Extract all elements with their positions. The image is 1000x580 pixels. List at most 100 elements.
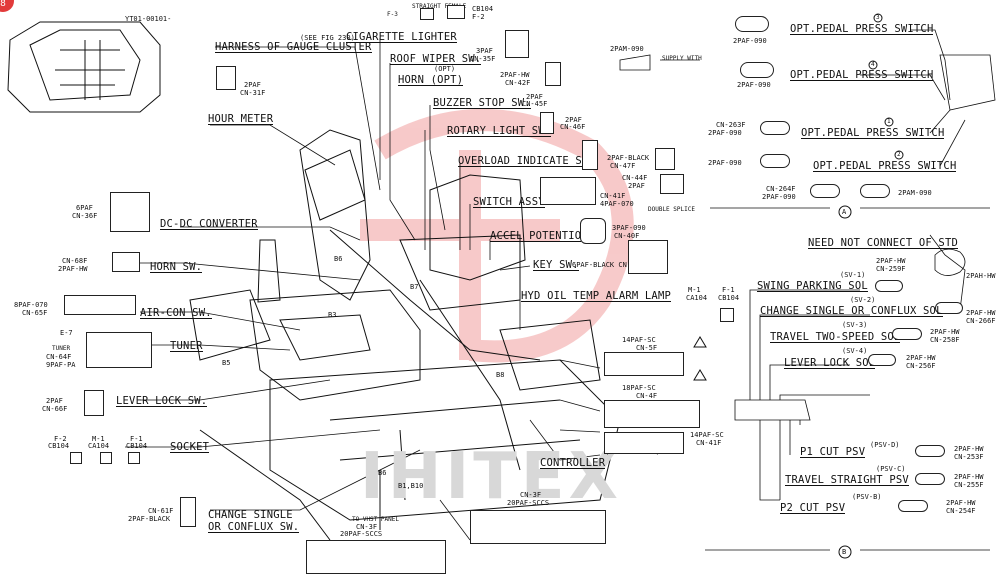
conn-cn41f-r: CN-41F xyxy=(696,439,722,447)
circle-num-4: 4 xyxy=(871,61,875,68)
connector-oval xyxy=(915,473,945,485)
connector-oval xyxy=(875,280,903,292)
label-hour-meter: HOUR METER xyxy=(208,113,274,125)
conn-2paf-hw-258: 2PAF-HW xyxy=(930,328,960,336)
label-need-not: NEED NOT CONNECT OF STD xyxy=(808,237,958,249)
conn-cn254f: CN-254F xyxy=(946,507,976,515)
connector-oval xyxy=(740,62,774,78)
label-change-single-sol: CHANGE SINGLE OR CONFLUX SOL xyxy=(760,305,943,317)
page-badge: 8 xyxy=(0,0,14,12)
conn-2paf-090-a: 2PAF-090 xyxy=(733,37,767,45)
label-opt-pedal-4: OPT.PEDAL PRESS SWITCH xyxy=(790,69,934,81)
conn-to-vhst: TO VHST PANEL xyxy=(352,516,399,523)
connector-box xyxy=(420,8,434,20)
connector-oval xyxy=(892,328,922,340)
connector-box xyxy=(216,66,236,90)
conn-cn47f: CN-47F xyxy=(610,162,636,170)
conn-ca104-r: CA104 xyxy=(686,294,708,302)
conn-cn44f: CN-44F xyxy=(622,174,648,182)
conn-6paf-black: 6PAF-BLACK CN-43F xyxy=(572,261,644,269)
sv3-tag: (SV-3) xyxy=(842,321,868,329)
circle-num-1: 1 xyxy=(887,118,891,125)
label-harness-gauge: HARNESS OF GAUGE CLUSTER xyxy=(215,41,372,53)
bundle-b6: B6 xyxy=(334,255,343,263)
conn-2paf-090-264: 2PAF-090 xyxy=(762,193,796,201)
connector-box xyxy=(470,510,606,544)
conn-2pam-090: 2PAM-090 xyxy=(610,45,644,53)
conn-20paf-sccs: 20PAF-SCCS xyxy=(507,499,550,507)
label-switch-assy: SWITCH ASSY xyxy=(473,196,545,208)
label-key-sw: KEY SW. xyxy=(533,259,579,271)
conn-cn253f: CN-253F xyxy=(954,453,984,461)
label-tuner: TUNER xyxy=(170,340,203,352)
circle-num-2: 2 xyxy=(897,151,901,158)
connector-oval xyxy=(735,16,769,32)
conn-double-splice: DOUBLE SPLICE xyxy=(648,206,695,213)
conn-cn68f: CN-68F xyxy=(62,257,88,265)
conn-cn255f: CN-255F xyxy=(954,481,984,489)
conn-2paf-black: 2PAF-BLACK xyxy=(607,154,650,162)
connector-oval xyxy=(760,121,790,135)
label-opt: (OPT) xyxy=(434,65,456,73)
label-rotary-light: ROTARY LIGHT SW. xyxy=(447,125,552,137)
connector-box xyxy=(580,218,606,244)
watermark-text: IHITEX xyxy=(360,440,622,514)
label-socket: SOCKET xyxy=(170,441,210,453)
connector-box xyxy=(112,252,140,272)
conn-18paf-sc: 18PAF-SC xyxy=(622,384,656,392)
connector-box xyxy=(604,400,700,428)
label-dcdc: DC-DC CONVERTER xyxy=(160,218,258,230)
label-horn-sw: HORN SW. xyxy=(150,261,203,273)
label-hyd-oil: HYD OIL TEMP ALARM LAMP xyxy=(521,290,671,302)
sv4-tag: (SV-4) xyxy=(842,347,868,355)
label-opt-pedal-2: OPT.PEDAL PRESS SWITCH xyxy=(813,160,957,172)
label-accel-potentio: ACCEL POTENTIO xyxy=(490,230,582,242)
doc-id: YT01-00101- xyxy=(125,15,172,23)
connector-box xyxy=(100,452,112,464)
connector-oval xyxy=(860,184,890,198)
psvc-tag: (PSV-C) xyxy=(876,465,906,473)
sv1-tag: (SV-1) xyxy=(840,271,866,279)
label-aircon: AIR-CON SW. xyxy=(140,307,212,319)
connector-box xyxy=(540,177,596,205)
connector-oval xyxy=(915,445,945,457)
connector-box xyxy=(720,308,734,322)
conn-2paf-090-263: 2PAF-090 xyxy=(708,129,742,137)
connector-box xyxy=(505,30,529,58)
conn-cn36f: CN-36F xyxy=(72,212,98,220)
conn-cn3f: CN-3F xyxy=(520,491,542,499)
conn-2pam-090-r: 2PAM-090 xyxy=(898,189,932,197)
connector-box xyxy=(128,452,140,464)
label-overload: OVERLOAD INDICATE SW. xyxy=(458,155,595,167)
conn-2paf-hw-266: 2PAF-HW xyxy=(966,309,996,317)
conn-cb104-b: CB104 xyxy=(48,442,70,450)
conn-cn66f: CN-66F xyxy=(42,405,68,413)
connector-box xyxy=(306,540,446,574)
conn-ca104: CA104 xyxy=(88,442,110,450)
conn-f3: F-3 xyxy=(387,11,398,18)
psvb-tag: (PSV-B) xyxy=(852,493,882,501)
conn-cn263f: CN-263F xyxy=(716,121,746,129)
conn-2paf-hw-254: 2PAF-HW xyxy=(946,499,976,507)
conn-4paf-070: 4PAF-070 xyxy=(600,200,634,208)
conn-cb104-r: CB104 xyxy=(718,294,740,302)
conn-e7: E-7 xyxy=(60,329,73,337)
conn-supply-with: SUPPLY WITH xyxy=(662,55,702,62)
sv2-tag: (SV-2) xyxy=(850,296,876,304)
connector-box xyxy=(582,140,598,170)
conn-cn259f: CN-259F xyxy=(876,265,906,273)
conn-cn35f: CN-35F xyxy=(470,55,496,63)
label-lever-lock: LEVER LOCK SW. xyxy=(116,395,208,407)
conn-14paf-sc-41: 14PAF-SC xyxy=(690,431,724,439)
connector-box xyxy=(540,112,554,134)
label-opt-pedal-1: OPT.PEDAL PRESS SWITCH xyxy=(801,127,945,139)
conn-m1: M-1 xyxy=(92,435,105,443)
connector-box xyxy=(628,240,668,274)
bundle-b3: B3 xyxy=(328,311,337,319)
connector-box xyxy=(545,62,561,86)
conn-tuner: TUNER xyxy=(52,345,71,352)
section-b-label: B xyxy=(842,548,847,556)
bundle-b6-b: B6 xyxy=(378,469,387,477)
conn-f2-b: F-2 xyxy=(54,435,67,443)
conn-2paf-hw-68: 2PAF-HW xyxy=(58,265,88,273)
